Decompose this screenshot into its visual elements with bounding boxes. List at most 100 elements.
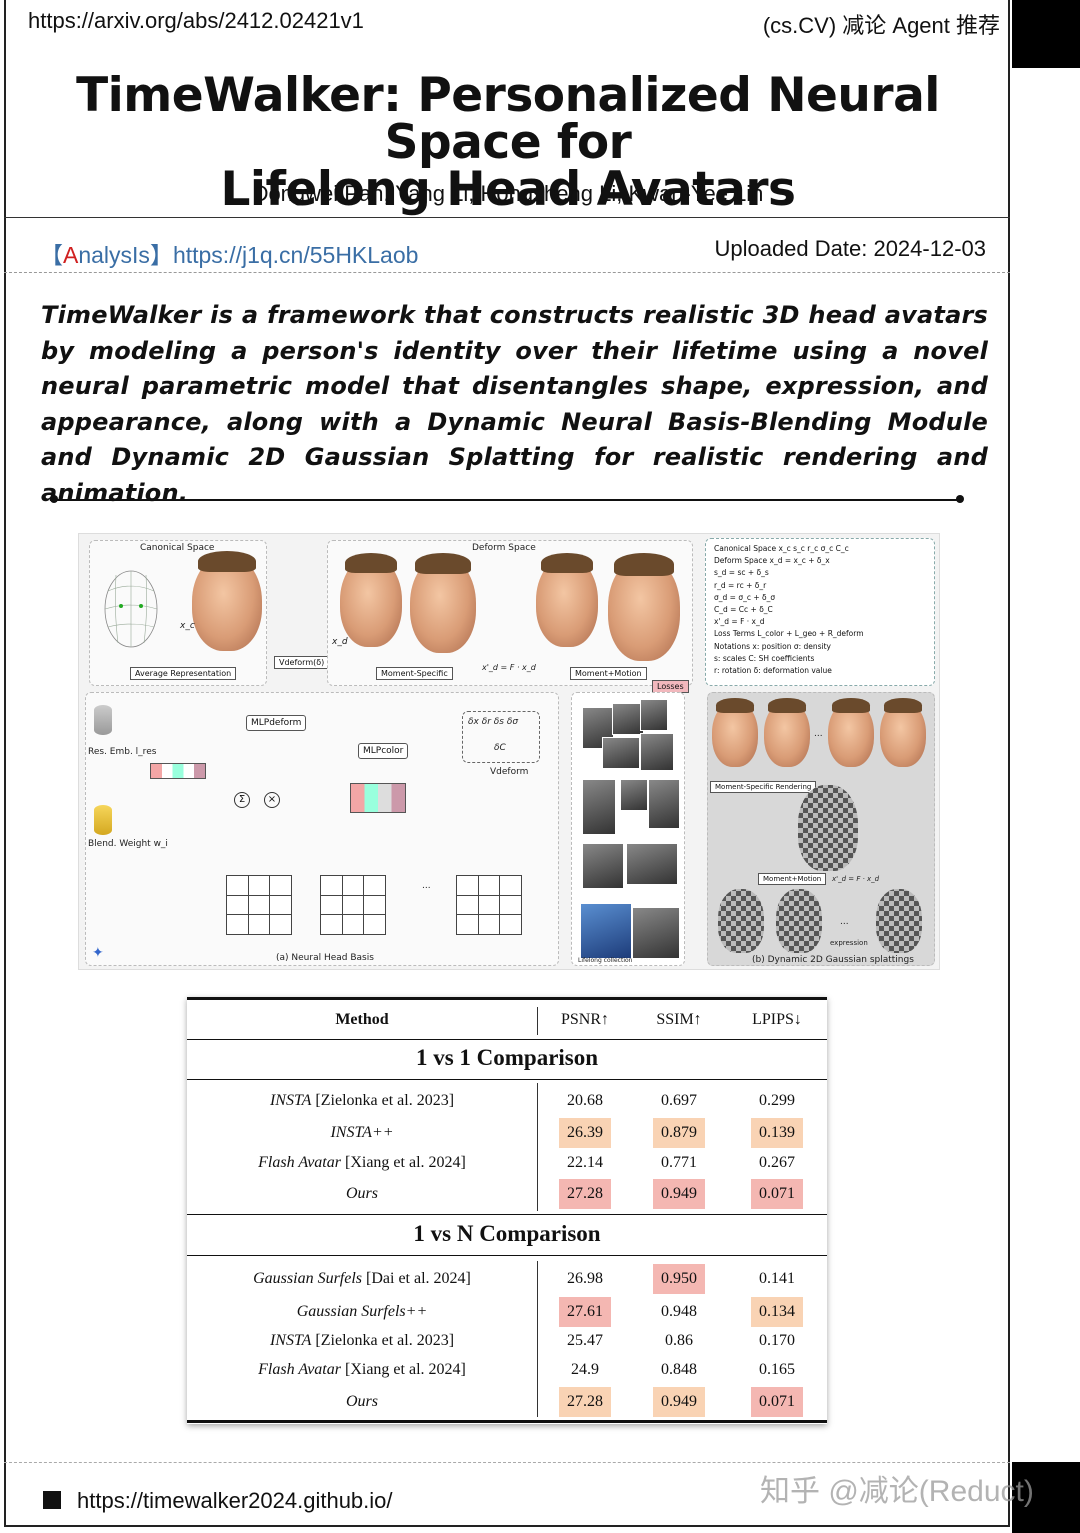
method-cell: Flash Avatar [Xiang et al. 2024] (187, 1355, 537, 1385)
section-title-1vN: 1 vs N Comparison (413, 1221, 601, 1246)
psnr-cell: 27.61 (539, 1297, 631, 1327)
delta-c-label: δC (494, 743, 506, 753)
separator-dashed (4, 272, 1010, 273)
lpips-cell: 0.139 (727, 1118, 827, 1148)
equation-line: r: rotation δ: deformation value (714, 666, 832, 676)
ellipsis-label: ... (814, 729, 823, 739)
ssim-value: 0.697 (661, 1092, 697, 1109)
section-title-1v1: 1 vs 1 Comparison (415, 1045, 599, 1070)
face-image-canonical (192, 551, 262, 651)
wireframe-head-icon (104, 570, 158, 648)
abstract-text: TimeWalker is a framework that construct… (41, 301, 988, 507)
method-name: Flash Avatar (258, 1154, 341, 1171)
method-citation: [Xiang et al. 2024] (340, 1361, 466, 1378)
equation-line: r_d = rc + δ_r (714, 580, 767, 590)
ssim-cell: 0.949 (633, 1179, 725, 1209)
corner-block-top (1012, 0, 1080, 68)
lpips-value: 0.071 (751, 1179, 803, 1209)
method-figure: Canonical Space x_c Average Representati… (78, 533, 940, 970)
psnr-value: 27.28 (559, 1179, 611, 1209)
equation-line: s_d = sc + δ_s (714, 568, 769, 578)
render-face-3 (828, 698, 874, 767)
table-rule (187, 1079, 827, 1080)
render-face-2 (764, 698, 810, 767)
ssim-value: 0.848 (661, 1361, 697, 1378)
psnr-cell: 26.39 (539, 1118, 631, 1148)
deform-space-panel: Deform Space x_d x'_d = F · x_d Moment-S… (327, 540, 693, 686)
analysis-link[interactable]: https://j1q.cn/55HKLaob (172, 242, 419, 268)
column-divider (537, 1261, 538, 1417)
method-cell: Ours (187, 1387, 537, 1417)
method-name: INSTA++ (330, 1124, 394, 1141)
header-ssim: SSIM↑ (656, 1011, 702, 1028)
render-face-4 (880, 698, 926, 767)
ssim-value: 0.950 (653, 1264, 705, 1294)
method-name: INSTA (269, 1092, 312, 1109)
psnr-cell: 26.98 (539, 1264, 631, 1294)
table-row: Flash Avatar [Xiang et al. 2024]24.9 0.84… (187, 1355, 827, 1387)
table-rule (187, 1420, 827, 1423)
psnr-cell: 25.47 (539, 1326, 631, 1356)
bullet-square (43, 1491, 61, 1509)
lpips-value: 0.141 (759, 1270, 795, 1287)
method-cell: INSTA [Zielonka et al. 2023] (187, 1086, 537, 1116)
category-tag: (cs.CV) 减论 Agent 推荐 (762, 13, 1000, 38)
psnr-cell: 22.14 (539, 1148, 631, 1178)
table-row: Gaussian Surfels [Dai et al. 2024] 26.98 0… (187, 1264, 827, 1296)
method-citation: [Zielonka et al. 2023] (311, 1092, 455, 1109)
lifelong-label: Lifelong collection (578, 957, 633, 964)
lpips-cell: 0.071 (727, 1179, 827, 1209)
feature-grid (350, 783, 406, 813)
method-cell: INSTA++ (187, 1118, 537, 1148)
psnr-value: 26.98 (567, 1270, 603, 1287)
mlp-deform-box: MLPdeform (246, 715, 307, 731)
column-divider (537, 1083, 538, 1211)
xd-label: x_d (332, 637, 348, 647)
photo (640, 733, 674, 771)
canonical-space-label: Canonical Space (140, 543, 215, 553)
photo (626, 843, 678, 885)
caption-a: (a) Neural Head Basis (276, 953, 374, 963)
lpips-value: 0.299 (759, 1092, 795, 1109)
psnr-cell: 27.28 (539, 1179, 631, 1209)
photo (632, 907, 680, 959)
psnr-cell: 20.68 (539, 1086, 631, 1116)
divider-line (54, 499, 960, 501)
photo (612, 703, 644, 735)
lpips-cell: 0.299 (727, 1086, 827, 1116)
psnr-value: 26.39 (559, 1118, 611, 1148)
moment-motion-label-2: Moment+Motion (758, 873, 827, 885)
arxiv-url[interactable]: https://arxiv.org/abs/2412.02421v1 (28, 8, 364, 33)
psnr-value: 27.28 (559, 1387, 611, 1417)
ssim-value: 0.948 (661, 1303, 697, 1320)
method-citation: [Zielonka et al. 2023] (311, 1332, 455, 1349)
face-image-1 (340, 553, 402, 647)
header-psnr: PSNR↑ (560, 1011, 610, 1028)
psnr-cell: 27.28 (539, 1387, 631, 1417)
method-citation: [Dai et al. 2024] (362, 1270, 471, 1287)
expression-label: expression (830, 939, 868, 947)
photo (648, 779, 680, 829)
xd-equation: x'_d = F · x_d (482, 663, 536, 672)
psnr-value: 27.61 (559, 1297, 611, 1327)
photo (580, 903, 632, 959)
basis-cube-2 (320, 875, 386, 935)
sum-icon: Σ (234, 792, 250, 808)
project-url[interactable]: https://timewalker2024.github.io/ (77, 1488, 393, 1513)
method-name: Gaussian Surfels (253, 1270, 363, 1287)
photo (582, 779, 616, 835)
psnr-cell: 24.9 (539, 1355, 631, 1385)
psnr-value: 22.14 (567, 1154, 603, 1171)
title-line-2: Lifelong Head Avatars (220, 162, 796, 217)
caption-b: (b) Dynamic 2D Gaussian splattings (752, 955, 914, 965)
method-citation: [Xiang et al. 2024] (340, 1154, 466, 1171)
lpips-cell: 0.134 (727, 1297, 827, 1327)
lpips-cell: 0.267 (727, 1148, 827, 1178)
ssim-value: 0.771 (661, 1154, 697, 1171)
ssim-cell: 0.879 (633, 1118, 725, 1148)
table-rule (187, 1214, 827, 1215)
paper-authors: Dongwei Pan, Yang Li, Hongsheng Li, Kwan… (252, 181, 764, 206)
